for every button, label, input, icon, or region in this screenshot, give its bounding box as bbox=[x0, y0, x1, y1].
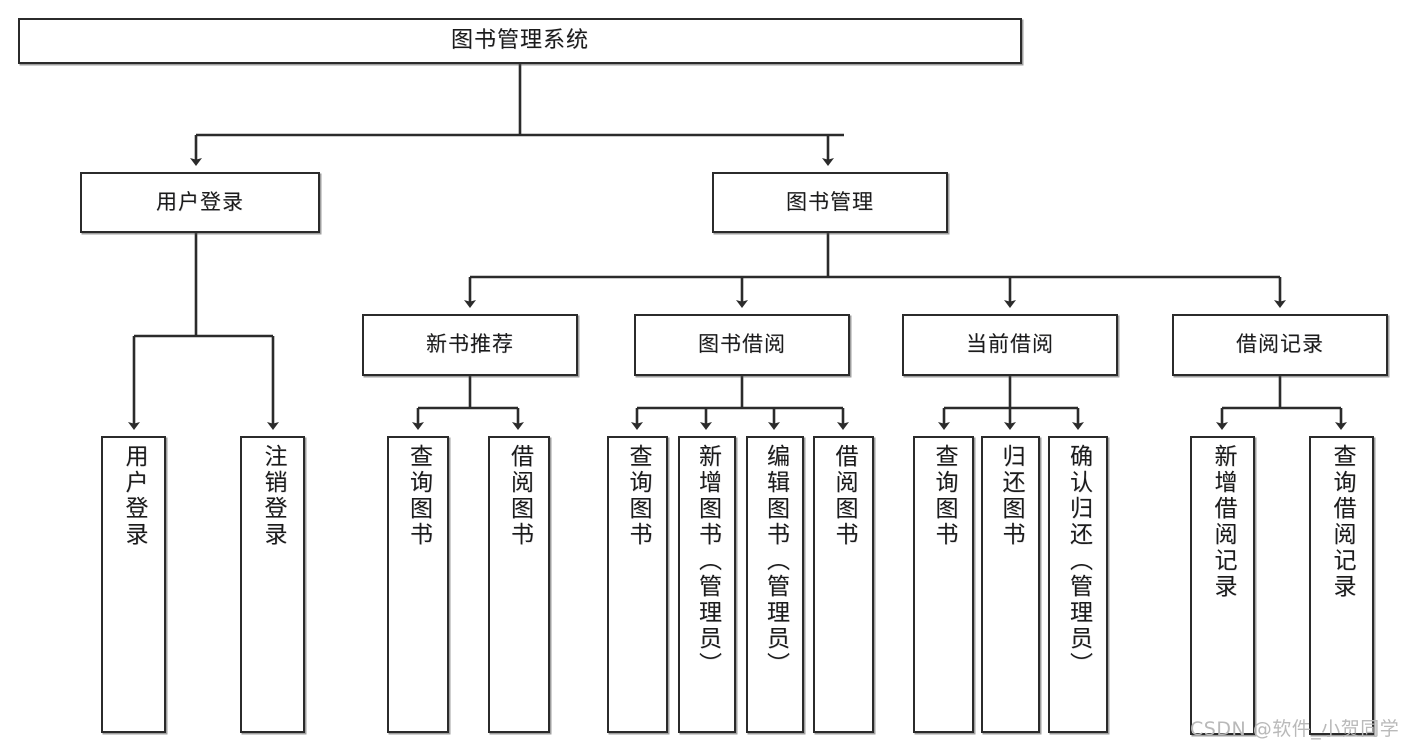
node-leaf-query-record[interactable]: 查询借阅记录 bbox=[1309, 436, 1374, 735]
node-leaf-borrow-book-2[interactable]: 借阅图书 bbox=[813, 436, 874, 733]
watermark: CSDN @软件_小贺同学 bbox=[1190, 718, 1400, 740]
node-label: 查询图书 bbox=[405, 444, 432, 548]
node-new-book-rec[interactable]: 新书推荐 bbox=[362, 314, 578, 376]
node-label: 图书借阅 bbox=[698, 332, 786, 357]
node-leaf-add-record[interactable]: 新增借阅记录 bbox=[1190, 436, 1255, 735]
node-root[interactable]: 图书管理系统 bbox=[18, 18, 1022, 64]
node-label: 借阅记录 bbox=[1236, 332, 1324, 357]
node-label: 借阅图书 bbox=[831, 444, 857, 548]
node-leaf-user-logout[interactable]: 注销登录 bbox=[240, 436, 305, 733]
node-label: 新增借阅记录 bbox=[1210, 444, 1236, 600]
node-book-manage[interactable]: 图书管理 bbox=[712, 172, 948, 233]
node-label: 编辑图书（管理员） bbox=[762, 444, 789, 678]
node-leaf-add-book[interactable]: 新增图书（管理员） bbox=[678, 436, 736, 733]
node-leaf-confirm-return[interactable]: 确认归还（管理员） bbox=[1048, 436, 1108, 733]
node-label: 当前借阅 bbox=[966, 332, 1054, 357]
node-label: 查询图书 bbox=[625, 444, 651, 548]
node-leaf-query-book-3[interactable]: 查询图书 bbox=[913, 436, 974, 733]
node-label: 新书推荐 bbox=[426, 332, 514, 357]
node-label: 用户登录 bbox=[121, 444, 147, 548]
node-leaf-borrow-book-1[interactable]: 借阅图书 bbox=[488, 436, 550, 733]
node-leaf-user-login[interactable]: 用户登录 bbox=[101, 436, 166, 733]
node-borrow-record[interactable]: 借阅记录 bbox=[1172, 314, 1388, 376]
node-leaf-query-book-1[interactable]: 查询图书 bbox=[387, 436, 449, 733]
node-label: 查询图书 bbox=[931, 444, 957, 548]
node-leaf-query-book-2[interactable]: 查询图书 bbox=[607, 436, 668, 733]
node-label: 查询借阅记录 bbox=[1329, 444, 1355, 600]
node-leaf-edit-book[interactable]: 编辑图书（管理员） bbox=[746, 436, 804, 733]
node-label: 确认归还（管理员） bbox=[1065, 444, 1092, 678]
node-label: 图书管理系统 bbox=[450, 27, 589, 53]
node-label: 归还图书 bbox=[998, 444, 1024, 548]
node-label: 注销登录 bbox=[260, 444, 286, 548]
node-leaf-return-book[interactable]: 归还图书 bbox=[981, 436, 1040, 733]
node-label: 新增图书（管理员） bbox=[694, 444, 721, 678]
node-label: 图书管理 bbox=[786, 189, 874, 214]
node-label: 用户登录 bbox=[156, 189, 244, 214]
node-book-borrow[interactable]: 图书借阅 bbox=[634, 314, 850, 376]
node-user-login[interactable]: 用户登录 bbox=[80, 172, 320, 233]
node-label: 借阅图书 bbox=[506, 444, 533, 548]
node-current-borrow[interactable]: 当前借阅 bbox=[902, 314, 1118, 376]
